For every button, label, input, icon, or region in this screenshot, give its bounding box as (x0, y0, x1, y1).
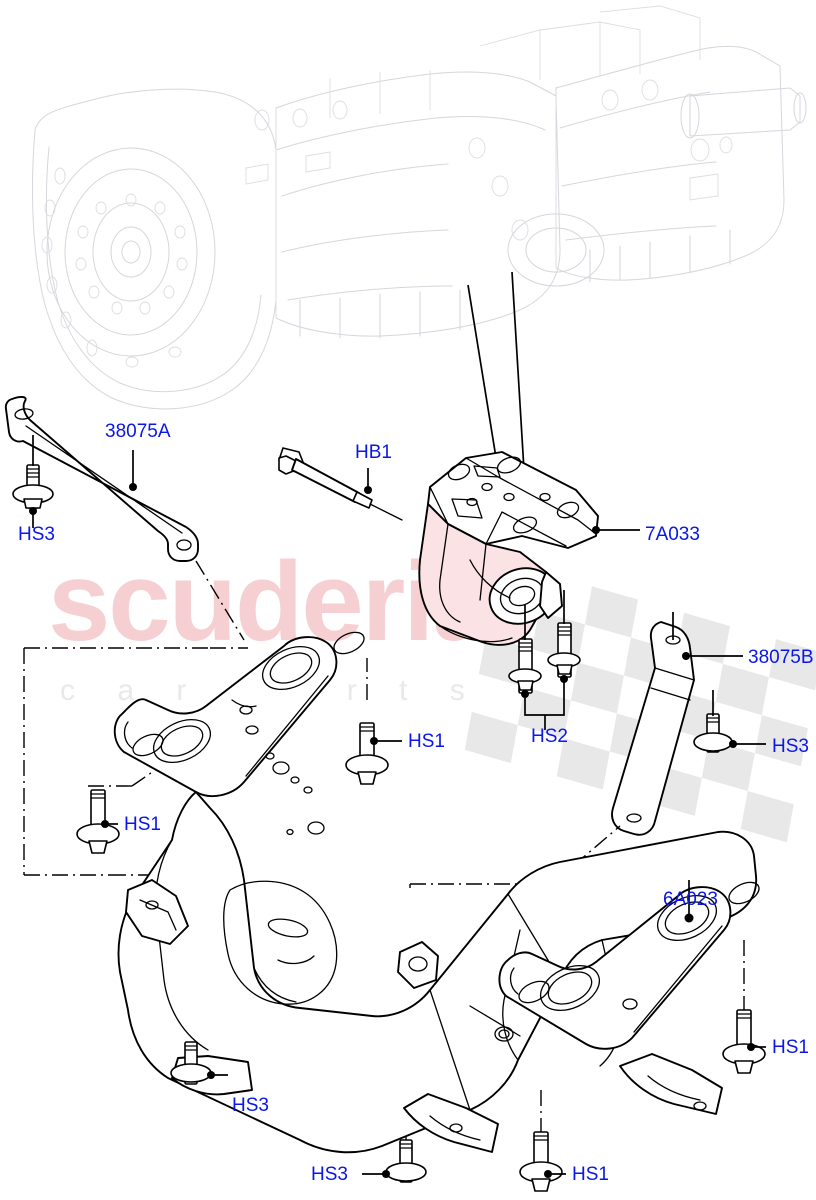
transmission-assembly-ghost (32, 5, 807, 410)
hs3-upper-left-leader-dot (29, 507, 37, 515)
callout-HS1-lower-center[interactable]: HS1 (572, 1164, 609, 1185)
callout-HS1-crossmember-right[interactable]: HS1 (772, 1037, 809, 1058)
transmission-mount[interactable] (418, 451, 599, 646)
callout-HB1[interactable]: HB1 (355, 442, 392, 463)
hs3-lower-left-leader-dot (207, 1071, 215, 1079)
bolt-hs1-crossmember-right[interactable] (722, 1009, 766, 1074)
rod-a-assembly-line (195, 560, 245, 641)
bolt-hs3-rod-b[interactable] (693, 690, 733, 753)
mount-leader-dot (592, 526, 600, 534)
callout-38075A[interactable]: 38075A (105, 421, 171, 442)
bolt-hs1-crossmember-top[interactable] (345, 722, 389, 785)
rod-a-leader-dot (129, 483, 137, 491)
callout-HS3-lower-center[interactable]: HS3 (311, 1164, 348, 1185)
callout-HS3-lower-left[interactable]: HS3 (232, 1095, 269, 1116)
callout-HS3-upper-left[interactable]: HS3 (18, 524, 55, 545)
hs2-bracket-leader (521, 675, 568, 730)
transmission-support-rod-a[interactable] (4, 396, 199, 562)
transmission-crossmember[interactable] (113, 628, 763, 1154)
callout-HS2[interactable]: HS2 (531, 726, 568, 747)
callout-6A023[interactable]: 6A023 (663, 889, 718, 910)
hs1-left-leader-dot (101, 820, 109, 828)
callout-HS1-crossmember-top[interactable]: HS1 (408, 731, 445, 752)
mount-leader-lines (467, 271, 525, 471)
bolt-hs1-crossmember-left[interactable] (76, 789, 120, 854)
hs3-rodb-leader-dot (729, 740, 737, 748)
bolt-hs1-lower-center[interactable] (519, 1131, 563, 1192)
crossmember-leader-dot (684, 913, 694, 923)
callout-38075B[interactable]: 38075B (748, 647, 814, 668)
hs3-lower-center-leader-dot (382, 1170, 390, 1178)
hs1-right-leader-dot (747, 1043, 755, 1051)
transmission-support-rod-b[interactable] (611, 612, 695, 836)
hs1-top-leader-dot (370, 737, 378, 745)
hb1-leader-dot (364, 486, 372, 494)
callout-7A033[interactable]: 7A033 (645, 524, 700, 545)
callout-HS1-crossmember-left[interactable]: HS1 (124, 814, 161, 835)
rod-b-leader-dot (682, 652, 690, 660)
long-through-bolt[interactable] (278, 447, 403, 521)
hs1-lower-center-leader-dot (544, 1170, 552, 1178)
callout-HS3-rod-b[interactable]: HS3 (772, 736, 809, 757)
bolt-hs3-lower-left[interactable] (170, 1041, 212, 1085)
